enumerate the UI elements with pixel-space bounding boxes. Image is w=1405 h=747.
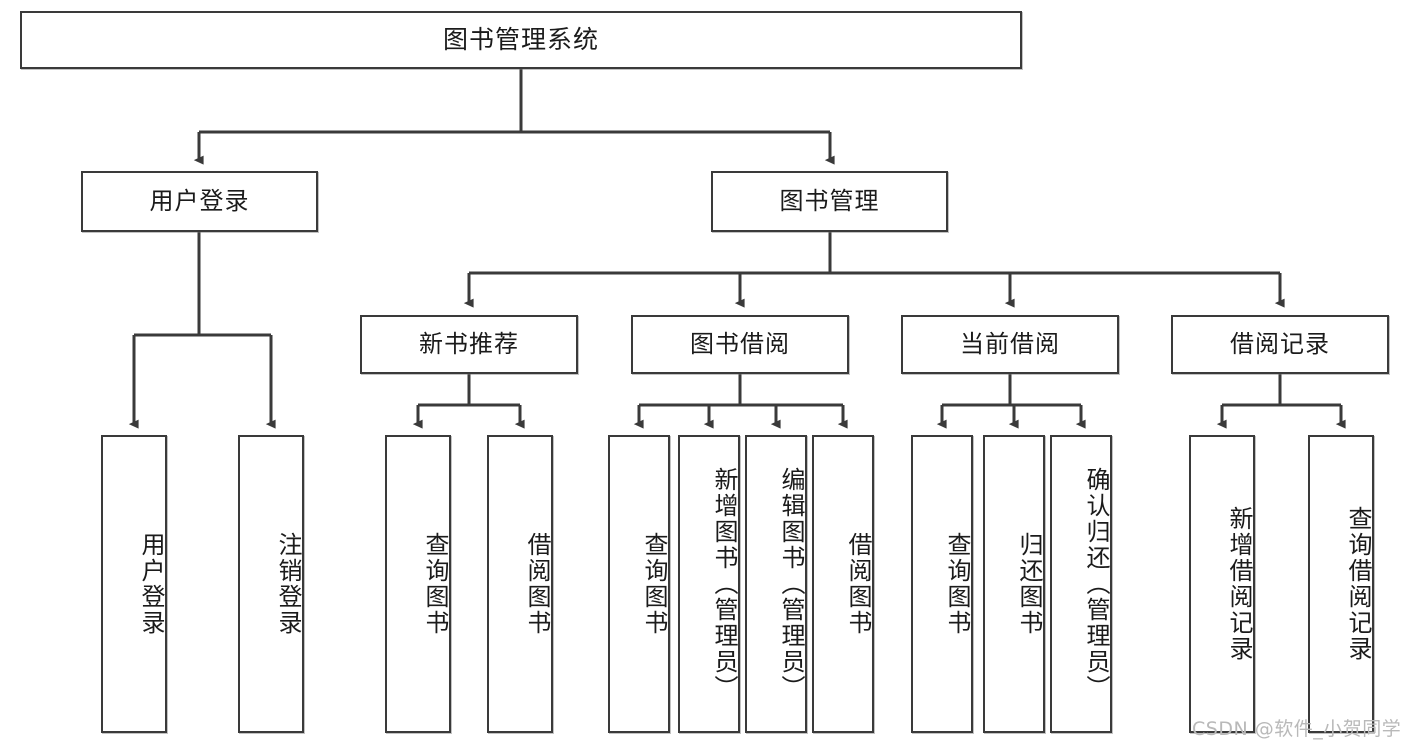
node-leaf-label: 查询图书 [640,532,668,636]
node-leaf-label: 查询图书 [943,532,971,636]
node-leaf-label: 归还图书 [1015,532,1043,636]
node-root-system[interactable]: 图书管理系统 [20,11,1022,69]
node-leaf-logout[interactable]: 注销登录 [238,435,304,733]
node-leaf-query-book-current[interactable]: 查询图书 [911,435,973,733]
node-leaf-query-book-borrowing[interactable]: 查询图书 [608,435,670,733]
node-leaf-add-book-admin[interactable]: 新增图书（管理员） [678,435,740,733]
node-leaf-label: 新增图书（管理员） [710,467,738,701]
node-leaf-label: 查询图书 [421,532,449,636]
node-leaf-label: 新增借阅记录 [1225,506,1253,662]
node-book-borrowing[interactable]: 图书借阅 [631,315,849,374]
node-user-login[interactable]: 用户登录 [81,171,318,232]
node-current-borrowing[interactable]: 当前借阅 [901,315,1119,374]
node-book-management[interactable]: 图书管理 [711,171,948,232]
node-leaf-add-borrow-record[interactable]: 新增借阅记录 [1189,435,1255,733]
csdn-watermark: CSDN @软件_小贺同学 [1192,718,1402,740]
node-leaf-borrow-book[interactable]: 借阅图书 [812,435,874,733]
node-leaf-label: 注销登录 [274,532,302,636]
node-leaf-query-book-recommend[interactable]: 查询图书 [385,435,451,733]
node-leaf-edit-book-admin[interactable]: 编辑图书（管理员） [745,435,807,733]
node-leaf-user-login[interactable]: 用户登录 [101,435,167,733]
node-leaf-label: 借阅图书 [844,532,872,636]
node-leaf-query-borrow-record[interactable]: 查询借阅记录 [1308,435,1374,733]
node-leaf-label: 确认归还（管理员） [1082,467,1110,701]
node-leaf-label: 用户登录 [137,532,165,636]
node-leaf-borrow-book-recommend[interactable]: 借阅图书 [487,435,553,733]
node-leaf-return-book[interactable]: 归还图书 [983,435,1045,733]
node-leaf-label: 编辑图书（管理员） [777,467,805,701]
node-new-book-recommendation[interactable]: 新书推荐 [360,315,578,374]
node-leaf-confirm-return-admin[interactable]: 确认归还（管理员） [1050,435,1112,733]
node-leaf-label: 查询借阅记录 [1344,506,1372,662]
node-leaf-label: 借阅图书 [523,532,551,636]
node-borrow-records[interactable]: 借阅记录 [1171,315,1389,374]
